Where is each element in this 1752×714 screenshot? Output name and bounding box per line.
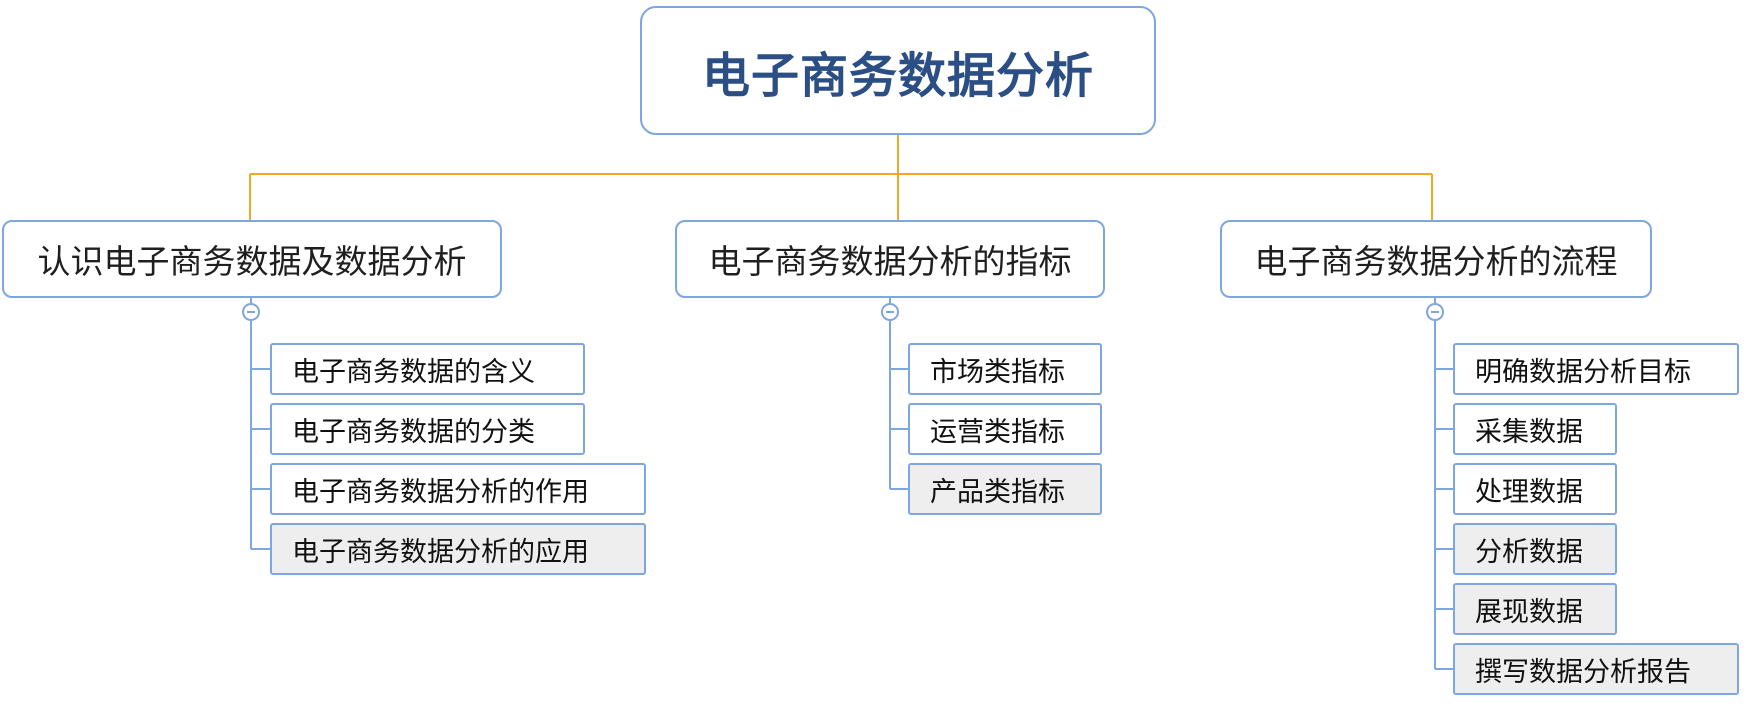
leaf-topic[interactable]: 采集数据 — [1453, 403, 1617, 455]
leaf-topic[interactable]: 处理数据 — [1453, 463, 1617, 515]
leaf-topic[interactable]: 明确数据分析目标 — [1453, 343, 1739, 395]
leaf-topic[interactable]: 电子商务数据的含义 — [270, 343, 585, 395]
collapse-toggle-icon[interactable] — [881, 303, 899, 321]
leaf-topic[interactable]: 市场类指标 — [908, 343, 1102, 395]
collapse-toggle-icon[interactable] — [1426, 303, 1444, 321]
branch-topic-process[interactable]: 电子商务数据分析的流程 — [1220, 220, 1652, 298]
leaf-topic[interactable]: 展现数据 — [1453, 583, 1617, 635]
leaf-topic[interactable]: 分析数据 — [1453, 523, 1617, 575]
leaf-topic[interactable]: 产品类指标 — [908, 463, 1102, 515]
root-topic[interactable]: 电子商务数据分析 — [640, 6, 1156, 135]
leaf-topic[interactable]: 电子商务数据的分类 — [270, 403, 585, 455]
leaf-topic[interactable]: 电子商务数据分析的作用 — [270, 463, 646, 515]
branch-topic-understanding[interactable]: 认识电子商务数据及数据分析 — [2, 220, 502, 298]
leaf-topic[interactable]: 运营类指标 — [908, 403, 1102, 455]
collapse-toggle-icon[interactable] — [242, 303, 260, 321]
leaf-topic[interactable]: 撰写数据分析报告 — [1453, 643, 1739, 695]
branch-topic-indicators[interactable]: 电子商务数据分析的指标 — [675, 220, 1105, 298]
leaf-topic[interactable]: 电子商务数据分析的应用 — [270, 523, 646, 575]
